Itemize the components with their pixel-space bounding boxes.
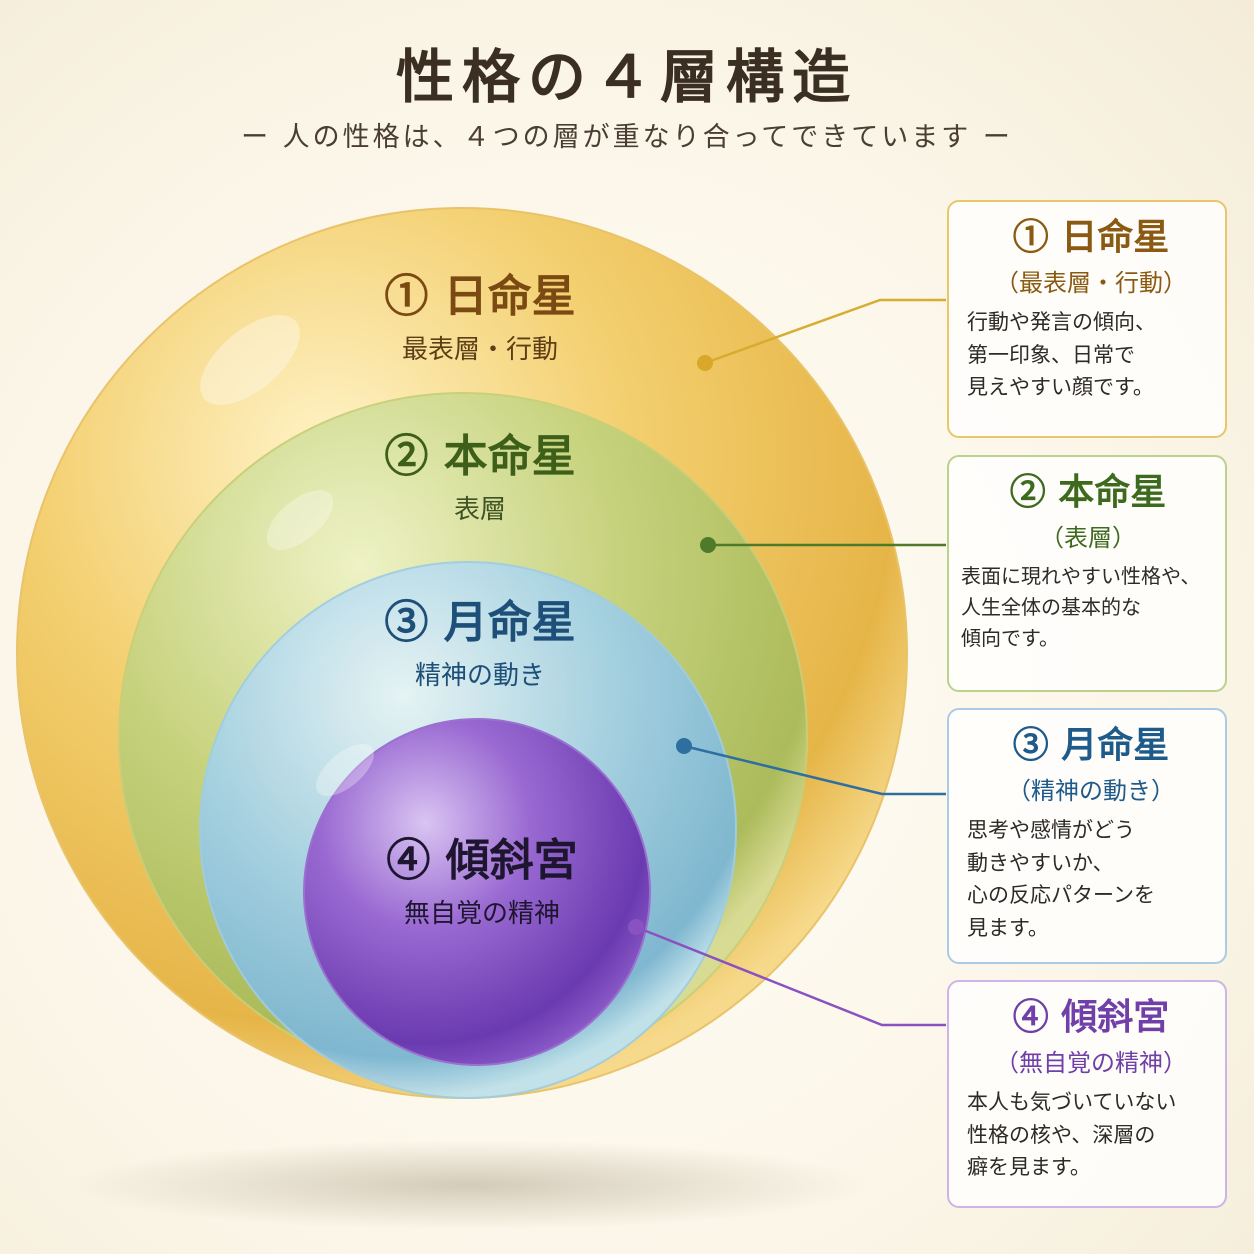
card-1-line: 見えやすい顔です。 xyxy=(967,375,1154,400)
page-subtitle: ー 人の性格は、４つの層が重なり合ってできています ー xyxy=(241,122,1013,153)
page-title: 性格の４層構造 xyxy=(395,43,858,111)
connector-dot-2 xyxy=(700,537,716,553)
card-2-line: 人生全体の基本的な xyxy=(961,595,1141,620)
card-2-description: 表面に現れやすい性格や、 人生全体の基本的な 傾向です。 xyxy=(961,561,1215,654)
layer-1-label: ① 日命星 最表層・行動 xyxy=(270,271,690,366)
layer-4-label: ④ 傾斜宮 無自覚の精神 xyxy=(272,835,692,930)
card-layer-2: ② 本命星 （表層） 表面に現れやすい性格や、 人生全体の基本的な 傾向です。 xyxy=(947,455,1227,692)
connector-dot-4 xyxy=(628,919,644,935)
highlight xyxy=(316,744,374,796)
card-4-line: 癖を見ます。 xyxy=(967,1155,1091,1180)
highlight xyxy=(200,315,300,405)
layer-1-subtitle: 最表層・行動 xyxy=(401,334,558,365)
card-4-description: 本人も気づいていない 性格の核や、深層の 癖を見ます。 xyxy=(967,1086,1215,1184)
card-2-line: 傾向です。 xyxy=(961,626,1059,651)
card-1-line: 行動や発言の傾向、 xyxy=(967,310,1156,335)
connector-line-3 xyxy=(683,744,946,796)
layer-2-title: ② 本命星 xyxy=(384,431,576,482)
layer-3-title: ③ 月命星 xyxy=(384,597,576,648)
card-2-subtitle: （表層） xyxy=(1040,524,1136,553)
card-layer-1: ① 日命星 （最表層・行動） 行動や発言の傾向、 第一印象、日常で 見えやすい顔… xyxy=(947,200,1227,438)
card-layer-3: ③ 月命星 （精神の動き） 思考や感情がどう 動きやすいか、 心の反応パターンを… xyxy=(947,708,1227,964)
card-layer-4: ④ 傾斜宮 （無自覚の精神） 本人も気づいていない 性格の核や、深層の 癖を見ま… xyxy=(947,980,1227,1208)
card-2-line: 表面に現れやすい性格や、 xyxy=(961,564,1201,589)
card-3-line: 心の反応パターンを xyxy=(967,883,1155,908)
layer-3-subtitle: 精神の動き xyxy=(414,660,545,691)
connector-dot-3 xyxy=(676,738,692,754)
sphere-shadow xyxy=(70,1140,870,1230)
card-3-line: 動きやすいか、 xyxy=(967,850,1114,875)
card-3-line: 見ます。 xyxy=(967,915,1049,940)
layer-2-subtitle: 表層 xyxy=(453,494,506,525)
card-1-subtitle: （最表層・行動） xyxy=(995,269,1187,298)
card-1-description: 行動や発言の傾向、 第一印象、日常で 見えやすい顔です。 xyxy=(967,306,1215,404)
card-2-title: ② 本命星 xyxy=(1009,471,1167,513)
card-4-line: 性格の核や、深層の xyxy=(967,1122,1156,1147)
layer-2-label: ② 本命星 表層 xyxy=(270,431,690,526)
highlight xyxy=(266,490,334,550)
layer-4-sphere xyxy=(303,718,651,1066)
layer-1-title: ① 日命星 xyxy=(384,271,576,322)
layer-3-label: ③ 月命星 精神の動き xyxy=(270,597,690,692)
card-3-line: 思考や感情がどう xyxy=(967,818,1135,843)
card-4-title: ④ 傾斜宮 xyxy=(1012,996,1170,1038)
card-3-subtitle: （精神の動き） xyxy=(1007,777,1175,806)
card-1-title: ① 日命星 xyxy=(1012,216,1170,258)
connector-dot-1 xyxy=(697,355,713,371)
layer-4-title: ④ 傾斜宮 xyxy=(386,835,578,886)
connector-line-1 xyxy=(704,298,946,365)
connector-line-4 xyxy=(635,925,946,1027)
card-3-description: 思考や感情がどう 動きやすいか、 心の反応パターンを 見ます。 xyxy=(967,814,1215,944)
card-4-subtitle: （無自覚の精神） xyxy=(995,1049,1187,1078)
card-4-line: 本人も気づいていない xyxy=(967,1090,1177,1115)
card-1-line: 第一印象、日常で xyxy=(967,342,1135,367)
layer-4-subtitle: 無自覚の精神 xyxy=(403,898,560,929)
card-3-title: ③ 月命星 xyxy=(1012,724,1170,766)
